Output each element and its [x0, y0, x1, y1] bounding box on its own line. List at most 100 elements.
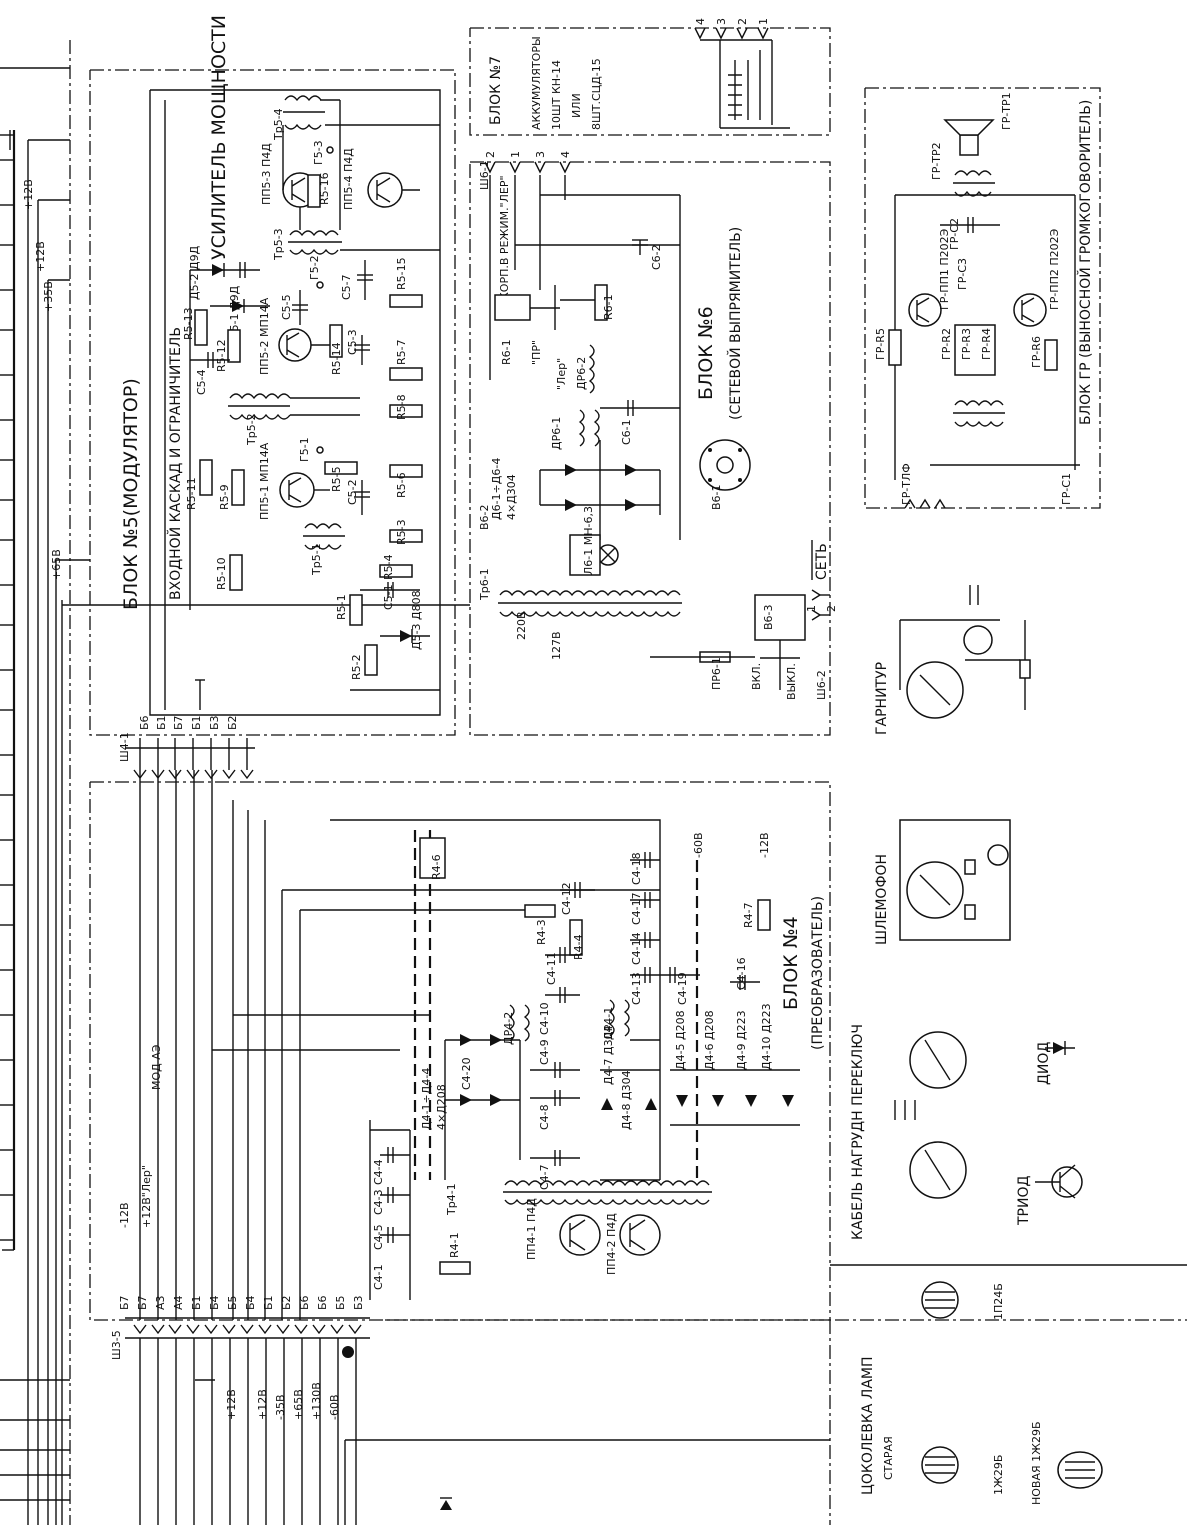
dr41-label: ДР4-1: [602, 1007, 615, 1040]
d61-label: Д6-1÷Д6-4: [490, 458, 503, 520]
novaya-caption: НОВАЯ 1Ж29Б: [1030, 1421, 1043, 1505]
sh35-pin-1: Б7: [136, 1295, 149, 1310]
v61-label: В6-1: [710, 484, 723, 510]
bottom-rail-5: -60В: [328, 1394, 341, 1420]
blockgr-title: БЛОК ГР (ВЫНОСНОЙ ГРОМКОГОВОРИТЕЛЬ): [1076, 100, 1094, 425]
lamp-1zh29b-new: [1057, 1451, 1103, 1489]
gr-input-pins: [904, 498, 946, 509]
diode-bridge: [539, 440, 661, 540]
g52-testpoint: [316, 281, 324, 289]
r41-label: R4-1: [448, 1232, 461, 1258]
dr61-choke: [578, 409, 600, 447]
c416-label: С4-16: [735, 957, 748, 990]
d53-label: Д5-3 Д808: [410, 590, 423, 650]
c53-label: С5-3: [346, 329, 359, 355]
rail-label-plus12-a: +12В: [22, 179, 35, 210]
r513-label: R5-13: [182, 307, 195, 340]
r512-label: R5-12: [215, 339, 228, 372]
sh35-pin-2: А3: [154, 1295, 167, 1310]
pp42-transistor: [619, 1214, 661, 1256]
v63-switch: [754, 594, 806, 690]
b5-pin-3: Б1: [190, 715, 203, 730]
r510-label: R5-10: [215, 557, 228, 590]
tsokol-caption: ЦОКОЛЕВКА ЛАМП: [860, 1356, 876, 1495]
block7-line2: 10ШТ КН-14: [550, 60, 563, 130]
r56-resistor: [389, 464, 423, 478]
v220-label: 220В: [515, 611, 528, 640]
pp51-label: ПП5-1 МП14А: [258, 442, 271, 520]
sh35-pin-3: А4: [172, 1295, 185, 1310]
c62-label: С6-2: [650, 244, 663, 270]
block4-subtitle: (ПРЕОБРАЗОВАТЕЛЬ): [810, 896, 826, 1050]
c51-label: С5-1: [382, 584, 395, 610]
r57-resistor: [389, 367, 423, 381]
left-bus-lines: [0, 40, 470, 1525]
r44-label: R4-4: [572, 934, 585, 960]
r52-label: R5-2: [350, 654, 363, 680]
c51-capacitor: [360, 582, 420, 598]
sh41-label: Ш4-1: [118, 732, 131, 762]
v12n-label: -12В: [118, 1202, 131, 1228]
d49-label: Д4-9 Д223: [735, 1010, 748, 1070]
sh61-label: Ш6-1: [478, 160, 491, 190]
d61b-label: 4×Д304: [505, 474, 518, 520]
set-label: СЕТЬ: [814, 543, 830, 580]
r515-resistor: [389, 294, 423, 308]
d53-zener: [380, 629, 430, 643]
grr2-label: ГР-R2: [940, 328, 953, 360]
r61-resistor-label: R6-1: [602, 294, 615, 320]
sh35-pin-0: Б7: [118, 1295, 131, 1310]
r41-resistor: [439, 1261, 471, 1275]
c47-capacitor: [530, 1150, 580, 1166]
r57-label: R5-7: [395, 339, 408, 365]
sh35-connector: [125, 1317, 370, 1525]
block5-stage-power: УСИЛИТЕЛЬ МОЩНОСТИ: [208, 15, 230, 260]
bottom-rail-labels: +12В +12В -35В +65В +130В -60В: [225, 1382, 341, 1420]
r514-label: R5-14: [330, 342, 343, 375]
c4-caps-right: [630, 852, 700, 1041]
b5-pin-labels: Б6 Б1 Б7 Б1 Б3 Б2: [138, 715, 239, 730]
c419-label: С4-19: [676, 972, 689, 1005]
ler-label: "Лер": [555, 358, 568, 390]
r43-resistor: [524, 904, 556, 918]
grtlf-label: ГР-ТЛФ: [900, 463, 913, 505]
sh35-pin-11: Б6: [316, 1295, 329, 1310]
vkl-label: ВКЛ.: [750, 663, 763, 690]
c61-label: С6-1: [620, 419, 633, 445]
c420-label: С4-20: [460, 1057, 473, 1090]
d48-label: Д4-8 Д304: [620, 1070, 633, 1130]
block7-line1: АККУМУЛЯТОРЫ: [530, 36, 543, 130]
c61-capacitor: [600, 400, 680, 416]
b5-pin-1: Б1: [155, 715, 168, 730]
battery-pin-3: 1: [757, 18, 770, 25]
d46-label: Д4-6 Д208: [703, 1010, 716, 1070]
block5-stage-input: ВХОДНОЙ КАСКАД И ОГРАНИЧИТЕЛЬ: [166, 327, 184, 600]
block6-subtitle: (СЕТЕВОЙ ВЫПРЯМИТЕЛЬ): [726, 227, 744, 420]
sh35-pin-9: Б2: [280, 1295, 293, 1310]
r47-resistor: [757, 899, 771, 931]
block7-line3: ИЛИ: [570, 93, 583, 118]
tr53-transformer: [288, 230, 440, 255]
c54-label: С5-4: [195, 369, 208, 395]
diod-caption: ДИОД: [1036, 1042, 1052, 1085]
dr42-label: ДР4-2: [502, 1012, 515, 1045]
d51-label: Д5-1 Д9Д: [228, 285, 241, 340]
c49-label: С4-9: [538, 1039, 551, 1065]
garnitur-caption: ГАРНИТУР: [874, 662, 890, 735]
c43-label: С4-3: [372, 1189, 385, 1215]
d51-diode: [210, 299, 270, 313]
c44-label: С4-4: [372, 1159, 385, 1185]
bottom-rail-3: +65В: [292, 1389, 305, 1420]
grr5-resistor: [888, 329, 902, 366]
v61-switch: [699, 439, 751, 491]
lamp-1zh29b-old: [921, 1446, 959, 1484]
rail-label-plus12-b: +12В: [34, 241, 47, 272]
lamp2-caption: 1П24Б: [992, 1283, 1005, 1320]
bottom-rail-0: +12В: [225, 1389, 238, 1420]
d41-d44-bridge: [444, 1034, 521, 1180]
c411-label: С4-11: [545, 952, 558, 985]
tr54-transformer: [283, 95, 440, 130]
c47-label: С4-7: [538, 1164, 551, 1190]
sh35-pin-12: Б5: [334, 1295, 347, 1310]
